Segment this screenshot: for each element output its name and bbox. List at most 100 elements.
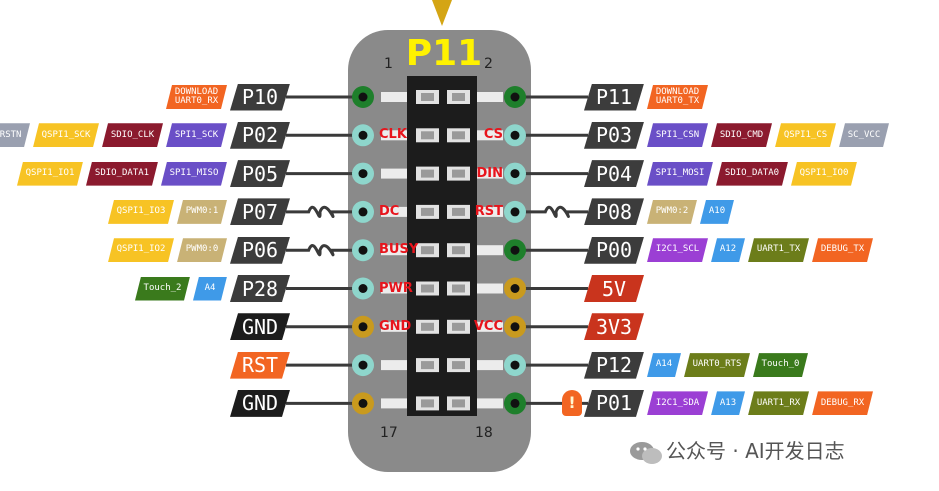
function-tag-left-2-2: SPI1_MISO <box>161 162 227 186</box>
socket-lead-right-8 <box>477 398 503 409</box>
watermark-text: 公众号 · AI开发日志 <box>666 439 845 463</box>
function-tag-right-4-1: A12 <box>711 238 745 262</box>
pin-hole-center-left-2 <box>358 169 368 179</box>
socket-lead-right-7 <box>477 360 503 371</box>
socket-lead-right-2 <box>477 168 503 179</box>
pin-hole-center-left-6 <box>358 322 368 332</box>
socket-lead-left-6 <box>381 321 407 332</box>
pin-label-left-6: GND <box>230 313 290 340</box>
socket-lead-right-5 <box>477 283 503 294</box>
socket-lead-right-1 <box>477 130 503 141</box>
function-tag-left-1-1: QSPI1_SCK <box>33 123 99 147</box>
warning-icon: ! <box>562 390 582 417</box>
function-tag-right-4-2: UART1_TX <box>748 238 809 262</box>
pin-label-right-4: P00 <box>584 237 644 264</box>
signal-label-left-5: PWR <box>379 280 413 296</box>
pin-label-right-1: P03 <box>584 122 644 149</box>
socket-lead-left-1 <box>381 130 407 141</box>
pin-number-1: 1 <box>384 56 393 72</box>
socket-pin-left-2 <box>421 169 434 178</box>
function-tag-left-2-0: QSPI1_IO1 <box>17 162 83 186</box>
function-tag-right-2-0: SPI1_MOSI <box>647 162 713 186</box>
socket-pin-left-4 <box>421 246 434 255</box>
socket-pin-right-5 <box>452 284 465 293</box>
socket-lead-left-7 <box>381 360 407 371</box>
function-tag-right-0-0: DOWNLOAD UART0_TX <box>647 85 708 109</box>
function-tag-left-2-1: SDIO_DATA1 <box>86 162 158 186</box>
function-tag-right-4-0: I2C1_SCL <box>647 238 708 262</box>
pin-hole-center-left-0 <box>358 92 368 102</box>
function-tag-right-2-2: QSPI1_IO0 <box>791 162 857 186</box>
socket-pin-left-3 <box>421 207 434 216</box>
function-tag-right-8-2: UART1_RX <box>748 391 809 415</box>
pin-hole-center-right-7 <box>510 360 520 370</box>
function-tag-right-7-0: A14 <box>647 353 681 377</box>
function-tag-right-8-3: DEBUG_RX <box>812 391 873 415</box>
pin-label-left-8: GND <box>230 390 290 417</box>
socket-lead-right-4 <box>477 245 503 256</box>
socket-pin-left-8 <box>421 399 434 408</box>
wechat-icon <box>630 442 662 464</box>
function-tag-left-4-1: PWM0:0 <box>177 238 227 262</box>
socket-pin-right-6 <box>452 322 465 331</box>
pin-hole-center-right-2 <box>510 169 520 179</box>
socket-lead-left-8 <box>381 398 407 409</box>
socket-lead-left-5 <box>381 283 407 294</box>
signal-label-left-1: CLK <box>379 127 407 143</box>
signal-label-left-3: DC <box>379 203 400 219</box>
function-tag-left-4-0: QSPI1_IO2 <box>108 238 174 262</box>
wire-left-3 <box>286 205 354 219</box>
socket-pin-left-7 <box>421 361 434 370</box>
pin-hole-center-right-8 <box>510 398 520 408</box>
function-tag-left-0-0: DOWNLOAD UART0_RX <box>166 85 227 109</box>
pin-label-left-4: P06 <box>230 237 290 264</box>
pin-hole-center-right-6 <box>510 322 520 332</box>
header-title: P11 <box>405 33 483 74</box>
pin-label-left-2: P05 <box>230 160 290 187</box>
function-tag-left-1-3: SPI1_SCK <box>166 123 227 147</box>
function-tag-left-3-0: QSPI1_IO3 <box>108 200 174 224</box>
socket-pin-right-2 <box>452 169 465 178</box>
socket-pin-left-1 <box>421 131 434 140</box>
wire-left-4 <box>286 244 354 257</box>
signal-label-right-2: DIN <box>476 165 503 181</box>
pin-label-right-7: P12 <box>584 352 644 379</box>
pin-label-left-3: P07 <box>230 198 290 225</box>
pin-hole-center-left-5 <box>358 284 368 293</box>
signal-label-right-3: RST <box>474 203 503 219</box>
pin-hole-center-left-7 <box>358 360 368 370</box>
socket-pin-left-5 <box>421 284 434 293</box>
pin-hole-center-left-4 <box>358 245 368 255</box>
function-tag-right-3-0: PWM0:2 <box>647 200 697 224</box>
socket-pin-right-1 <box>452 131 465 140</box>
function-tag-right-1-1: SDIO_CMD <box>711 123 772 147</box>
pin-label-right-6: 3V3 <box>584 313 644 340</box>
wire-right-3 <box>524 205 588 219</box>
pin-hole-center-right-3 <box>510 207 520 217</box>
pin-hole-center-right-4 <box>510 245 520 255</box>
socket-pin-right-7 <box>452 361 465 370</box>
socket-lead-right-3 <box>477 206 503 217</box>
pin-label-left-5: P28 <box>230 275 290 302</box>
function-tag-right-4-3: DEBUG_TX <box>812 238 873 262</box>
function-tag-right-1-0: SPI1_CSN <box>647 123 708 147</box>
function-tag-left-3-1: PWM0:1 <box>177 200 227 224</box>
socket-lead-left-2 <box>381 168 407 179</box>
pin-label-right-3: P08 <box>584 198 644 225</box>
orientation-arrow-icon <box>432 0 452 26</box>
socket-pin-right-8 <box>452 399 465 408</box>
pin-label-right-5: 5V <box>584 275 644 302</box>
pin-hole-center-right-5 <box>510 284 520 293</box>
socket-pin-left-6 <box>421 322 434 331</box>
pin-label-left-0: P10 <box>230 84 290 111</box>
socket-pin-right-4 <box>452 246 465 255</box>
socket-pin-left-0 <box>421 93 434 101</box>
function-tag-left-1-2: SDIO_CLK <box>102 123 163 147</box>
pin-number-17: 17 <box>380 425 398 441</box>
pin-label-right-8: P01 <box>584 390 644 417</box>
pin-hole-center-left-3 <box>358 207 368 217</box>
socket-lead-right-6 <box>477 321 503 332</box>
function-tag-right-1-3: SC_VCC <box>839 123 889 147</box>
socket-lead-right-0 <box>477 92 503 102</box>
